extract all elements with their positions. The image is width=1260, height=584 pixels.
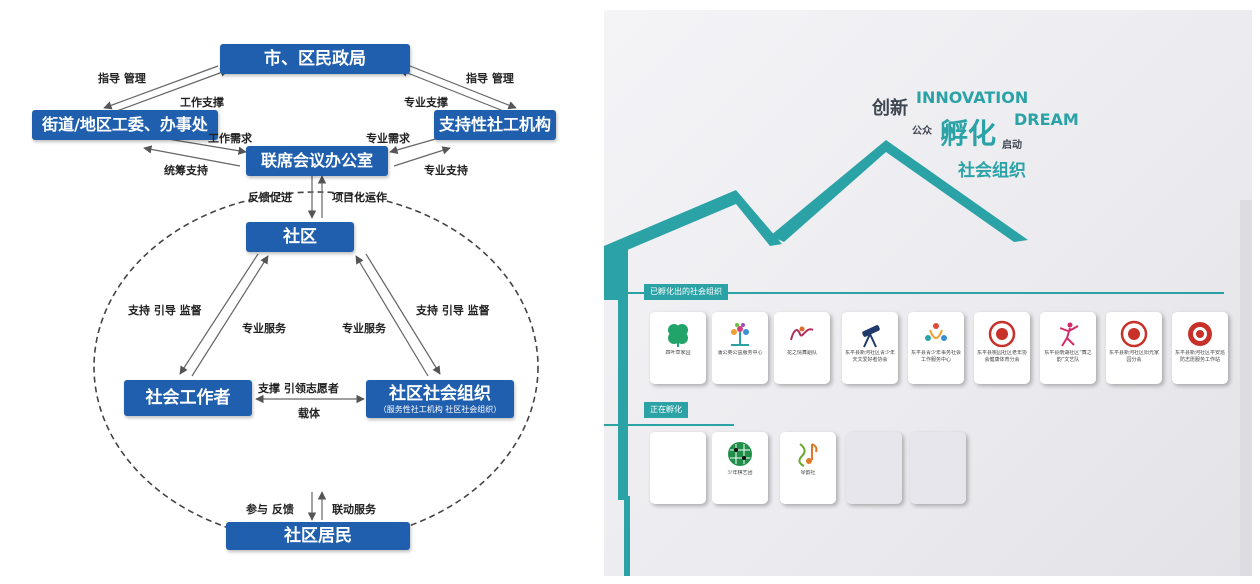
dancer-logo-icon	[1059, 322, 1079, 347]
tree-logo-icon	[731, 323, 749, 346]
org-card: 东平县桃园社区老年协会健康体育分会	[974, 312, 1030, 384]
label-project-operate: 项目化运作	[332, 191, 387, 204]
org-card-blank	[846, 432, 902, 504]
box-community-social-org-label: 社区社会组织	[389, 383, 491, 404]
box-community-social-org: 社区社会组织 （服务性社工机构 社区社会组织）	[366, 380, 514, 418]
box-community-residents-label: 社区居民	[284, 526, 352, 546]
house-outline-graphic	[604, 140, 1252, 576]
org-card: 东平县新河社区阳光家园分会	[1106, 312, 1162, 384]
label-guide-manage-right: 指导 管理	[466, 72, 514, 85]
slogan-gongzhong: 公众	[912, 126, 932, 137]
label-feedback-promote: 反馈促进	[248, 191, 292, 204]
box-civil-affairs-bureau: 市、区民政局	[220, 44, 410, 74]
label-support-guide-left: 支持 引导 监督	[128, 304, 202, 317]
box-support-social-org-label: 支持性社工机构	[438, 115, 551, 134]
incubation-wall-photo: 创新 INNOVATION 公众 孵化 启动 DREAM 社会组织 已孵化出的社…	[604, 10, 1252, 576]
org-card-caption: 四叶草家园	[665, 350, 691, 356]
org-card-blank	[650, 432, 706, 504]
org-card-caption: 东平县新河社区平安巡防志愿服务工作站	[1175, 350, 1225, 363]
label-work-demand: 工作需求	[208, 132, 252, 145]
box-community: 社区	[246, 222, 354, 252]
label-guide-manage-left: 指导 管理	[98, 72, 146, 85]
clover-logo-icon	[668, 324, 688, 347]
slogan-fuhua: 孵化	[940, 117, 997, 150]
org-card-caption: 东平县桃园社区老年协会健康体育分会	[977, 350, 1027, 363]
org-card: 东平县青少年事务社会工作服务中心	[908, 312, 964, 384]
arrow-support-org-to-bureau	[399, 68, 507, 113]
org-card-caption: 东平县南湖社区“舞之韵”文艺队	[1044, 350, 1092, 363]
org-card: 少年棋艺团	[712, 432, 768, 504]
box-civil-affairs-bureau-label: 市、区民政局	[264, 49, 366, 69]
section-tag-incubated: 已孵化出的社会组织	[644, 284, 728, 300]
arrow-community-to-community-org	[365, 253, 441, 375]
slogan-dream: DREAM	[1014, 110, 1079, 129]
label-pro-support-bottom: 专业支持	[424, 164, 468, 177]
arrow-office-to-support-org	[393, 146, 451, 167]
org-card-caption: 蒲公英公益服务中心	[717, 350, 763, 356]
org-card: 花之情舞蹈队	[774, 312, 830, 384]
box-joint-office: 联席会议办公室	[246, 146, 388, 176]
label-participate-feedback: 参与 反馈	[246, 503, 294, 516]
org-card-blank	[910, 432, 966, 504]
label-overall-support: 统筹支持	[164, 164, 208, 177]
arrow-community-to-social-worker	[179, 253, 259, 375]
org-card-caption: 东平县青少年事务社会工作服务中心	[911, 350, 961, 363]
telescope-logo-icon	[862, 325, 880, 348]
arrow-community-org-to-community	[355, 255, 429, 377]
arrow-office-to-street	[143, 145, 241, 167]
box-community-social-org-sublabel: （服务性社工机构 社区社会组织）	[378, 404, 502, 414]
diagram-connectors	[93, 65, 539, 543]
org-card: 东平县新河社区平安巡防志愿服务工作站	[1172, 312, 1228, 384]
org-card: 东平县新河社区青少年天文爱好者协会	[842, 312, 898, 384]
label-support-volunteer: 支撑 引领志愿者	[258, 382, 339, 395]
org-card: 东平县南湖社区“舞之韵”文艺队	[1040, 312, 1096, 384]
slogan-innovation: INNOVATION	[916, 88, 1029, 107]
box-street-office-label: 街道/地区工委、办事处	[42, 115, 208, 134]
label-pro-demand: 专业需求	[366, 132, 410, 145]
box-social-worker-label: 社会工作者	[145, 388, 231, 408]
label-carrier: 载体	[298, 407, 320, 420]
label-pro-support-top: 专业支撑	[404, 96, 448, 109]
label-linked-service: 联动服务	[332, 503, 376, 516]
org-card: 四叶草家园	[650, 312, 706, 384]
seal-logo-icon	[1120, 320, 1148, 348]
chess-logo-icon	[728, 442, 752, 466]
label-work-support: 工作支撑	[180, 96, 224, 109]
org-card: 琴韵社	[780, 432, 836, 504]
people-circle-logo-icon	[925, 323, 947, 341]
box-street-office: 街道/地区工委、办事处	[32, 110, 218, 140]
seal-logo-icon	[1188, 322, 1212, 346]
box-joint-office-label: 联席会议办公室	[260, 151, 373, 170]
org-card-caption: 花之情舞蹈队	[786, 350, 817, 356]
arrow-bureau-to-street	[103, 65, 219, 110]
org-card-caption: 东平县新河社区青少年天文爱好者协会	[845, 350, 895, 363]
slogan-chuangxin: 创新	[872, 98, 908, 119]
org-card: 蒲公英公益服务中心	[712, 312, 768, 384]
music-note-logo-icon	[798, 443, 818, 467]
arrow-street-to-bureau	[113, 68, 229, 113]
arrow-social-worker-to-community	[191, 255, 269, 377]
org-card-caption: 东平县新河社区阳光家园分会	[1109, 350, 1159, 363]
label-support-guide-right: 支持 引导 监督	[416, 304, 490, 317]
box-support-social-org: 支持性社工机构	[434, 110, 556, 140]
arrow-bureau-to-support-org	[409, 65, 517, 110]
label-pro-service-left: 专业服务	[242, 322, 286, 335]
organization-diagram: 市、区民政局 街道/地区工委、办事处 支持性社工机构 联席会议办公室 社区 社会…	[0, 0, 600, 584]
slogan-qidong: 启动	[1002, 140, 1022, 151]
seal-logo-icon	[988, 320, 1016, 348]
box-community-residents: 社区居民	[226, 522, 410, 550]
box-community-label: 社区	[283, 227, 317, 247]
org-card-caption: 少年棋艺团	[727, 470, 753, 476]
org-card-caption: 琴韵社	[800, 470, 816, 476]
slogan-shehui-zuzhi: 社会组织	[958, 161, 1026, 181]
label-pro-service-right: 专业服务	[342, 322, 386, 335]
flower-dance-logo-icon	[790, 326, 814, 341]
box-social-worker: 社会工作者	[124, 380, 252, 416]
section-tag-incubating: 正在孵化	[644, 402, 688, 418]
